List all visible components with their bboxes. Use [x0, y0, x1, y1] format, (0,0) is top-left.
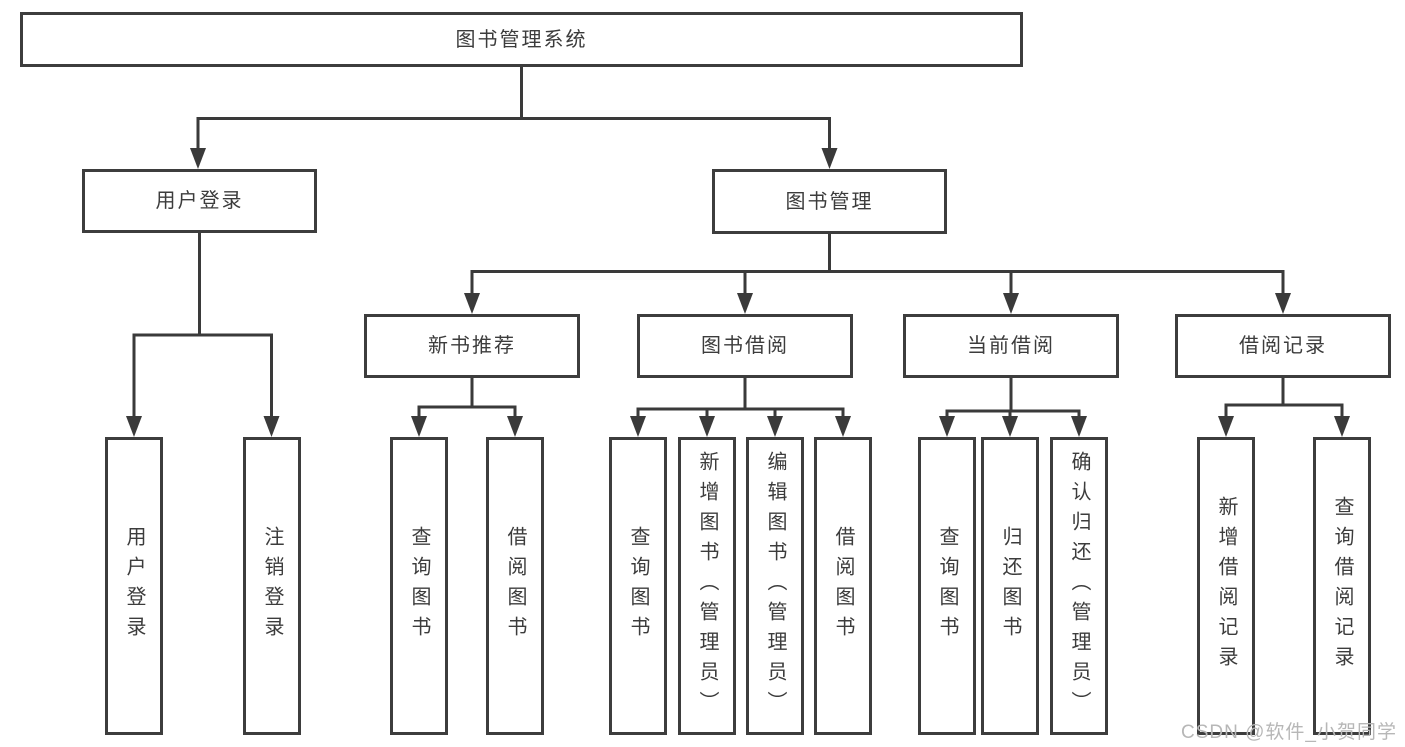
arrowheads — [126, 148, 1350, 437]
connector-book-mgmt-children — [470, 234, 1285, 296]
node-new-book-recommendation: 新书推荐 — [364, 314, 580, 378]
connector-book-borrow-children — [636, 378, 845, 419]
csdn-watermark: CSDN @软件_小贺同学 — [1181, 722, 1397, 743]
leaf-borrow-books-book-borrowing: 借阅图书 — [814, 437, 872, 735]
connector-user-login-children — [132, 233, 273, 418]
leaf-logout: 注销登录 — [243, 437, 301, 735]
leaf-query-books-new-books: 查询图书 — [390, 437, 448, 735]
leaf-query-borrow-record: 查询借阅记录 — [1313, 437, 1371, 735]
connector-new-books-children — [417, 378, 517, 419]
connector-root-to-level2 — [196, 67, 831, 151]
leaf-add-borrow-record: 新增借阅记录 — [1197, 437, 1255, 735]
leaf-confirm-return-admin: 确认归还（管理员） — [1050, 437, 1108, 735]
node-user-login: 用户登录 — [82, 169, 317, 233]
node-borrowing-records: 借阅记录 — [1175, 314, 1391, 378]
leaf-user-login: 用户登录 — [105, 437, 163, 735]
leaf-query-books-book-borrowing: 查询图书 — [609, 437, 667, 735]
node-current-borrowing: 当前借阅 — [903, 314, 1119, 378]
connector-current-borrow-children — [945, 378, 1081, 419]
node-book-borrowing: 图书借阅 — [637, 314, 853, 378]
leaf-query-books-current-borrowing: 查询图书 — [918, 437, 976, 735]
node-book-management: 图书管理 — [712, 169, 947, 234]
leaf-borrow-books-new-books: 借阅图书 — [486, 437, 544, 735]
leaf-add-book-admin: 新增图书（管理员） — [678, 437, 736, 735]
root-node-library-management-system: 图书管理系统 — [20, 12, 1023, 67]
leaf-edit-book-admin: 编辑图书（管理员） — [746, 437, 804, 735]
connector-borrow-records-children — [1224, 378, 1344, 418]
leaf-return-book: 归还图书 — [981, 437, 1039, 735]
